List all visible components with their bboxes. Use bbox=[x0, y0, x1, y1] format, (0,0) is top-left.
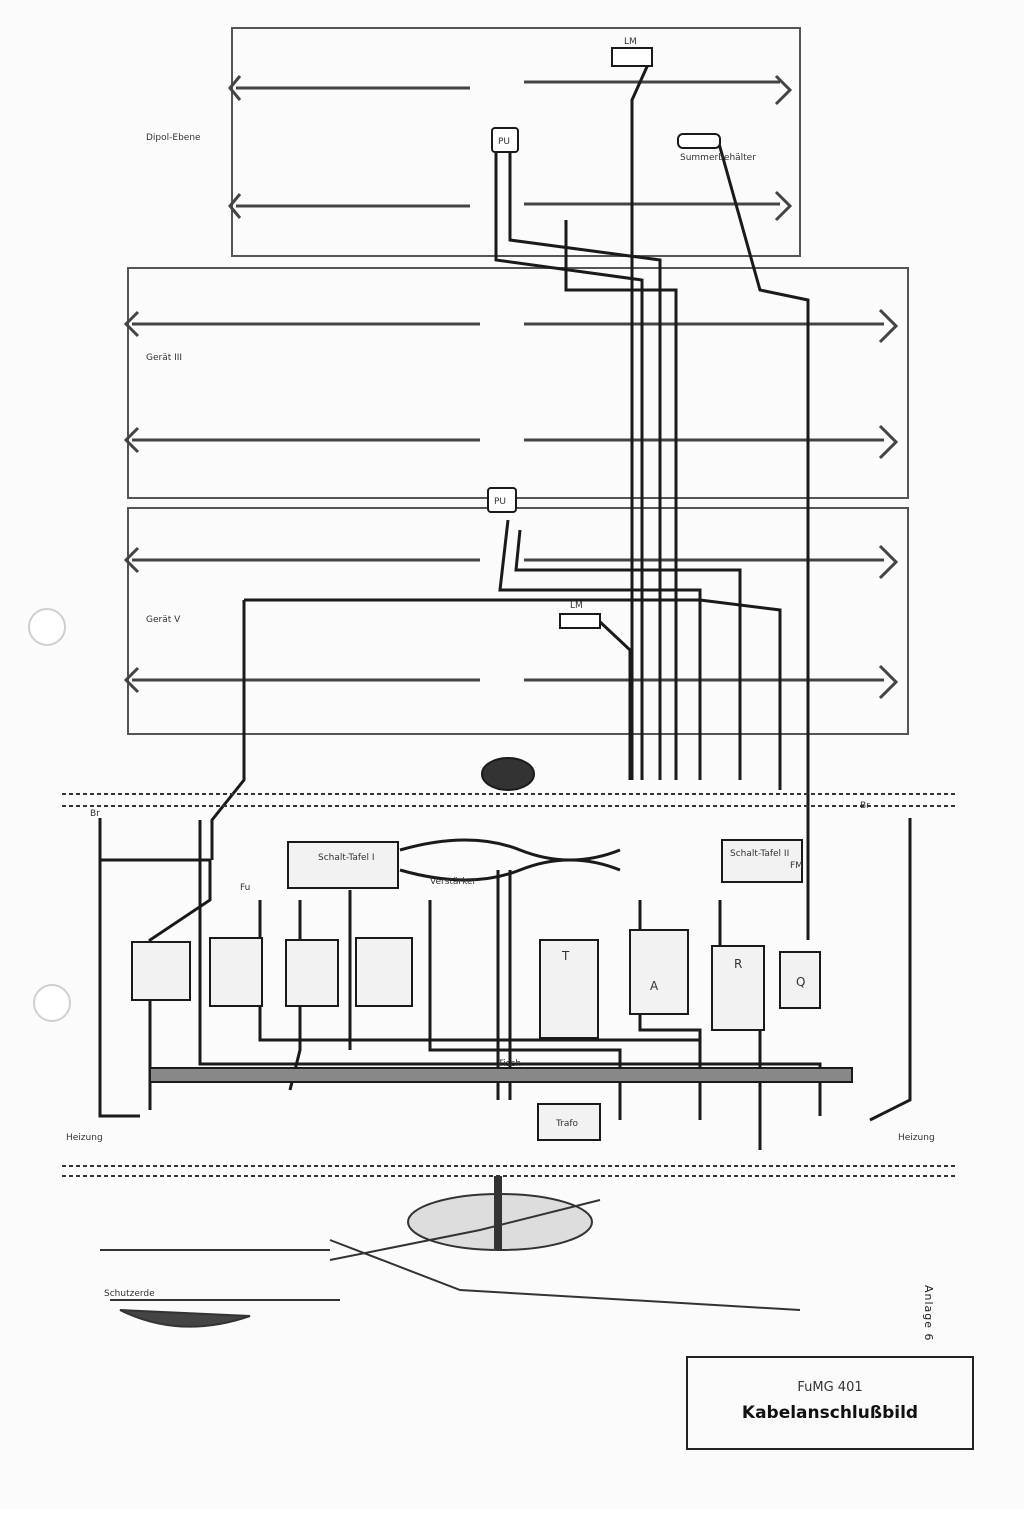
title-main: Kabelanschlußbild bbox=[741, 1403, 919, 1423]
label-module-q: Q bbox=[796, 975, 805, 989]
summer-box bbox=[677, 133, 721, 149]
trafo-box bbox=[537, 1103, 601, 1141]
motor-unit bbox=[481, 757, 535, 791]
label-lm-top: LM bbox=[624, 37, 637, 47]
switch-panel-2 bbox=[721, 839, 803, 883]
punch-hole bbox=[33, 984, 71, 1022]
feeder-cables bbox=[210, 59, 810, 940]
turntable-base bbox=[100, 1176, 801, 1328]
module-r bbox=[711, 945, 765, 1031]
rack-3 bbox=[355, 937, 413, 1007]
dipole-row-3 bbox=[123, 308, 899, 344]
label-module-t: T bbox=[561, 949, 570, 963]
label-fm: FM bbox=[790, 861, 803, 871]
label-sw-box: Summerbehälter bbox=[680, 153, 756, 163]
rails bbox=[62, 793, 958, 1177]
dipole-rows bbox=[123, 74, 899, 700]
frame-top bbox=[231, 27, 801, 257]
label-pu-top: PU bbox=[498, 137, 510, 147]
rack-2 bbox=[285, 939, 339, 1007]
annex-label: Anlage 6 bbox=[922, 1285, 935, 1342]
label-schutzerde: Schutzerde bbox=[104, 1289, 155, 1299]
label-module-r: R bbox=[734, 957, 742, 971]
module-q bbox=[779, 951, 821, 1009]
label-verstaerker: Verstärker bbox=[430, 877, 477, 887]
title-block: FuMG 401 Kabelanschlußbild bbox=[686, 1356, 974, 1450]
frame-middle bbox=[127, 267, 909, 499]
dipole-row-6 bbox=[123, 664, 899, 700]
label-br-left: Br bbox=[90, 809, 100, 819]
lm-mid-box bbox=[559, 613, 601, 629]
label-device-frame-mid: Gerät III bbox=[146, 353, 182, 363]
label-tisch: Tisch bbox=[497, 1059, 521, 1069]
cabin-equipment bbox=[131, 839, 853, 1141]
dipole-row-5 bbox=[123, 544, 899, 580]
label-sch-2: Schalt-Tafel II bbox=[730, 849, 789, 859]
upper-components bbox=[481, 47, 721, 791]
label-fu: Fu bbox=[240, 883, 250, 893]
antenna-frames bbox=[127, 27, 909, 735]
label-heizung-left: Heizung bbox=[66, 1133, 103, 1143]
pu-mid-box bbox=[487, 487, 517, 513]
module-a bbox=[629, 929, 689, 1015]
label-pu-mid: PU bbox=[494, 497, 506, 507]
switch-panel-1 bbox=[287, 841, 399, 889]
label-device-frame-top: Dipol-Ebene bbox=[146, 133, 201, 143]
label-device-frame-low: Gerät V bbox=[146, 615, 181, 625]
heater-panel bbox=[131, 941, 191, 1001]
label-br-right: Br bbox=[860, 801, 870, 811]
rack-1 bbox=[209, 937, 263, 1007]
title-model: FuMG 401 bbox=[797, 1380, 863, 1395]
dipole-row-4 bbox=[123, 424, 899, 460]
module-t bbox=[539, 939, 599, 1039]
label-sch-1: Schalt-Tafel I bbox=[318, 853, 375, 863]
punch-hole bbox=[28, 608, 66, 646]
diagram-labels: Dipol-Ebene Gerät III Gerät V LM LM PU P… bbox=[66, 37, 935, 1299]
lm-top-box bbox=[611, 47, 653, 67]
label-heizung-right: Heizung bbox=[898, 1133, 935, 1143]
bench bbox=[149, 1067, 853, 1083]
label-module-a: A bbox=[650, 979, 659, 993]
pu-top-box bbox=[491, 127, 519, 153]
label-trafo: Trafo bbox=[555, 1119, 579, 1129]
label-lm-mid: LM bbox=[570, 601, 583, 611]
dipole-row-1 bbox=[228, 74, 793, 106]
frame-lower bbox=[127, 507, 909, 735]
